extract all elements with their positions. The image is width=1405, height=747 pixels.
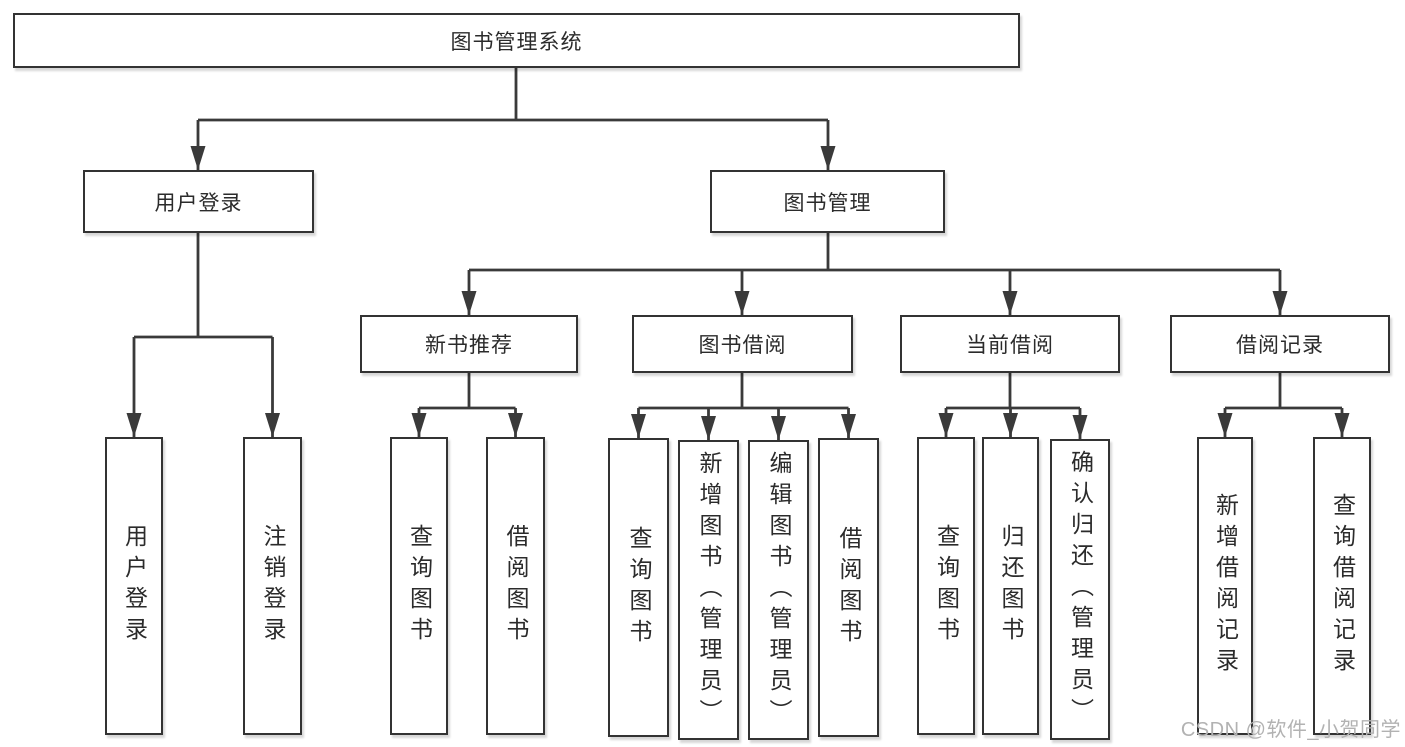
leaf-query-books-current: 查询图书 [917,437,975,735]
leaf-add-borrow-record: 新增借阅记录 [1197,437,1253,735]
leaf-confirm-return-admin: 确认归还（管理员） [1050,439,1110,740]
node-root: 图书管理系统 [13,13,1020,68]
leaf-edit-book-admin: 编辑图书（管理员） [748,440,809,740]
node-book-management: 图书管理 [710,170,945,233]
leaf-return-books: 归还图书 [982,437,1039,735]
node-current-borrow: 当前借阅 [900,315,1120,373]
node-user-login: 用户登录 [83,170,314,233]
node-new-book-recommend: 新书推荐 [360,315,578,373]
watermark: CSDN @软件_小贺同学 [1180,719,1401,741]
leaf-borrow-books-recommend: 借阅图书 [486,437,545,735]
leaf-user-login: 用户登录 [105,437,163,735]
leaf-logout: 注销登录 [243,437,302,735]
node-borrow-records: 借阅记录 [1170,315,1390,373]
leaf-query-borrow-record: 查询借阅记录 [1313,437,1371,735]
leaf-query-books-borrow: 查询图书 [608,438,669,737]
node-book-borrow: 图书借阅 [632,315,853,373]
leaf-query-books-recommend: 查询图书 [390,437,448,735]
leaf-add-book-admin: 新增图书（管理员） [678,440,739,740]
leaf-borrow-books-borrow: 借阅图书 [818,438,879,737]
